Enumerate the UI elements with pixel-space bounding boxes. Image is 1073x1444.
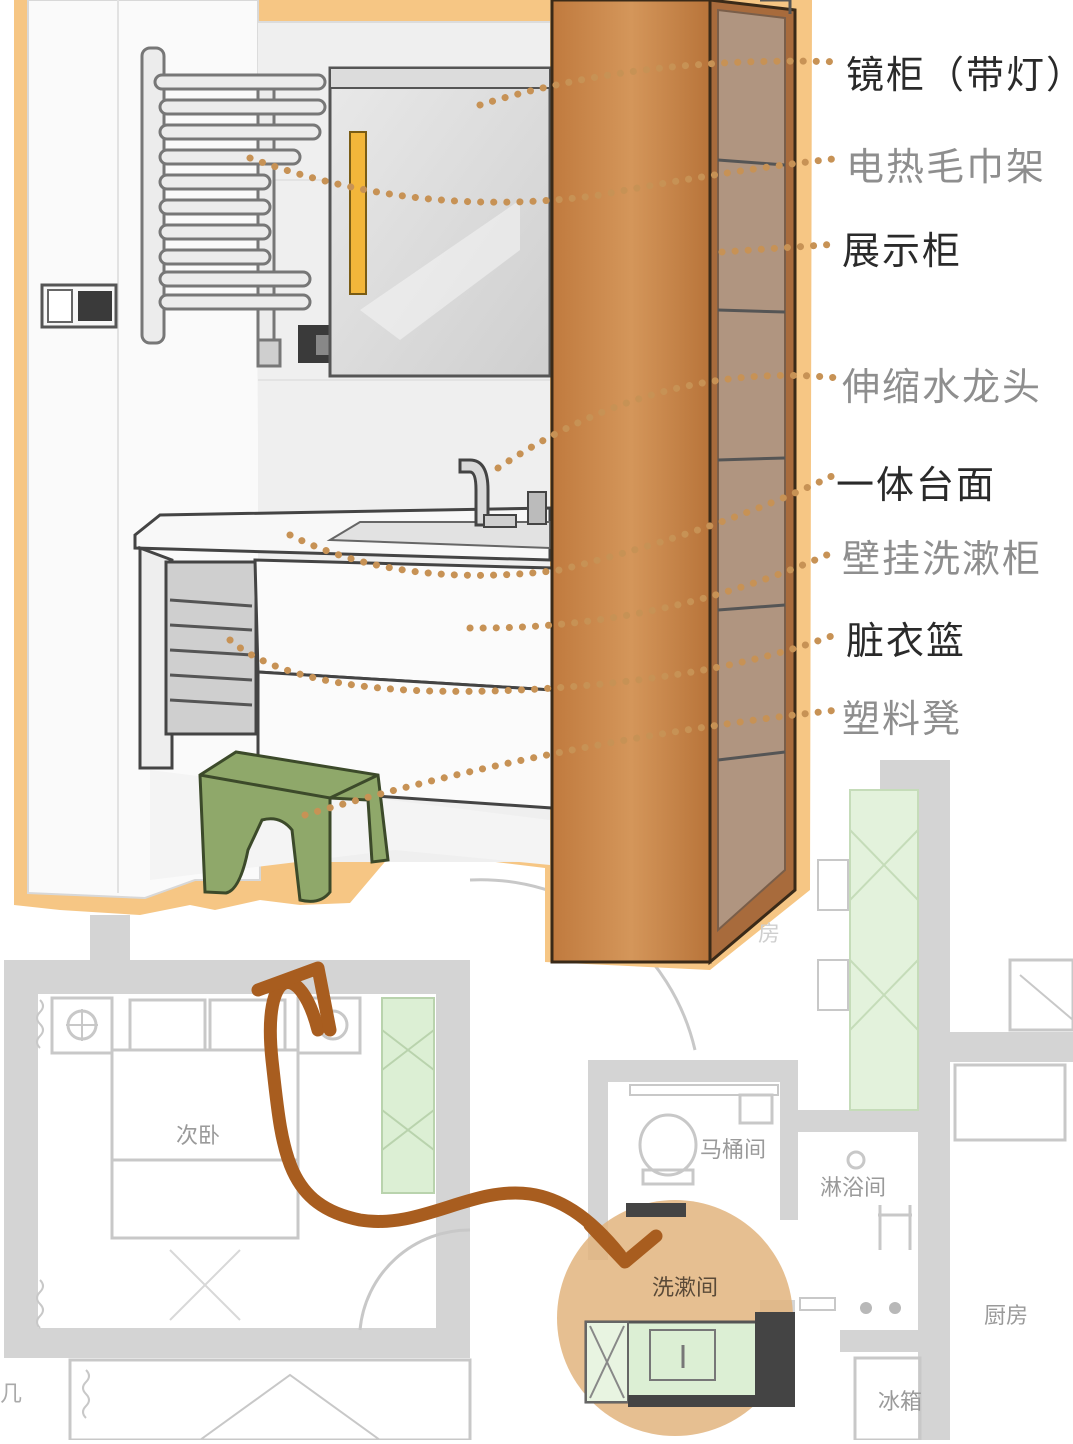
leader-integrated-countertop: [286, 472, 836, 579]
display-cabinet-front: [550, 0, 712, 964]
label-laundry-basket: 脏衣篮: [846, 619, 967, 663]
label-plastic-stool: 塑料凳: [842, 697, 963, 741]
leader-laundry-basket: [226, 628, 846, 695]
room-toilet: 马桶间: [700, 1138, 767, 1163]
label-display-cabinet: 展示柜: [842, 229, 963, 273]
label-pull-out-faucet: 伸缩水龙头: [842, 365, 1043, 409]
plan-wardrobe: [381, 997, 435, 1194]
faucet-art: [458, 458, 490, 527]
room-second-bedroom: 次卧: [176, 1124, 221, 1149]
room-fridge: 冰箱: [878, 1390, 923, 1415]
leader-mirror-cabinet: [476, 57, 846, 109]
label-heated-towel-rack: 电热毛巾架: [846, 145, 1047, 189]
leader-wall-hung-vanity: [466, 546, 842, 632]
location-arrow: [251, 961, 663, 1269]
plan-wall-mid: [90, 915, 130, 965]
room-shower: 淋浴间: [820, 1176, 887, 1201]
mirror-light-strip: [349, 131, 367, 295]
room-edge-partial: 几: [0, 1382, 23, 1407]
plan-wall-bottom: [4, 1328, 470, 1358]
plan-wall-top: [4, 960, 470, 994]
towel-rack-art: [140, 46, 327, 368]
vanity-illustration: [14, 0, 812, 970]
plan-wall-left: [4, 960, 38, 1340]
leader-heated-towel-rack: [246, 154, 846, 206]
room-washroom: 洗漱间: [652, 1276, 719, 1301]
plan-wall-right: [436, 960, 470, 1340]
label-integrated-countertop: 一体台面: [836, 463, 997, 507]
leader-lines: [226, 57, 846, 819]
arrow-head-top: [251, 961, 337, 1037]
arrow-head-bottom: [583, 1218, 663, 1269]
room-kitchen: 厨房: [984, 1304, 1029, 1329]
label-wall-hung-vanity: 壁挂洗漱柜: [842, 537, 1043, 581]
leader-pull-out-faucet: [494, 371, 842, 472]
label-mirror-cabinet: 镜柜（带灯）: [846, 53, 1073, 97]
leader-display-cabinet: [718, 240, 842, 256]
room-partial: 房: [758, 922, 781, 947]
stool-art: [198, 750, 390, 903]
